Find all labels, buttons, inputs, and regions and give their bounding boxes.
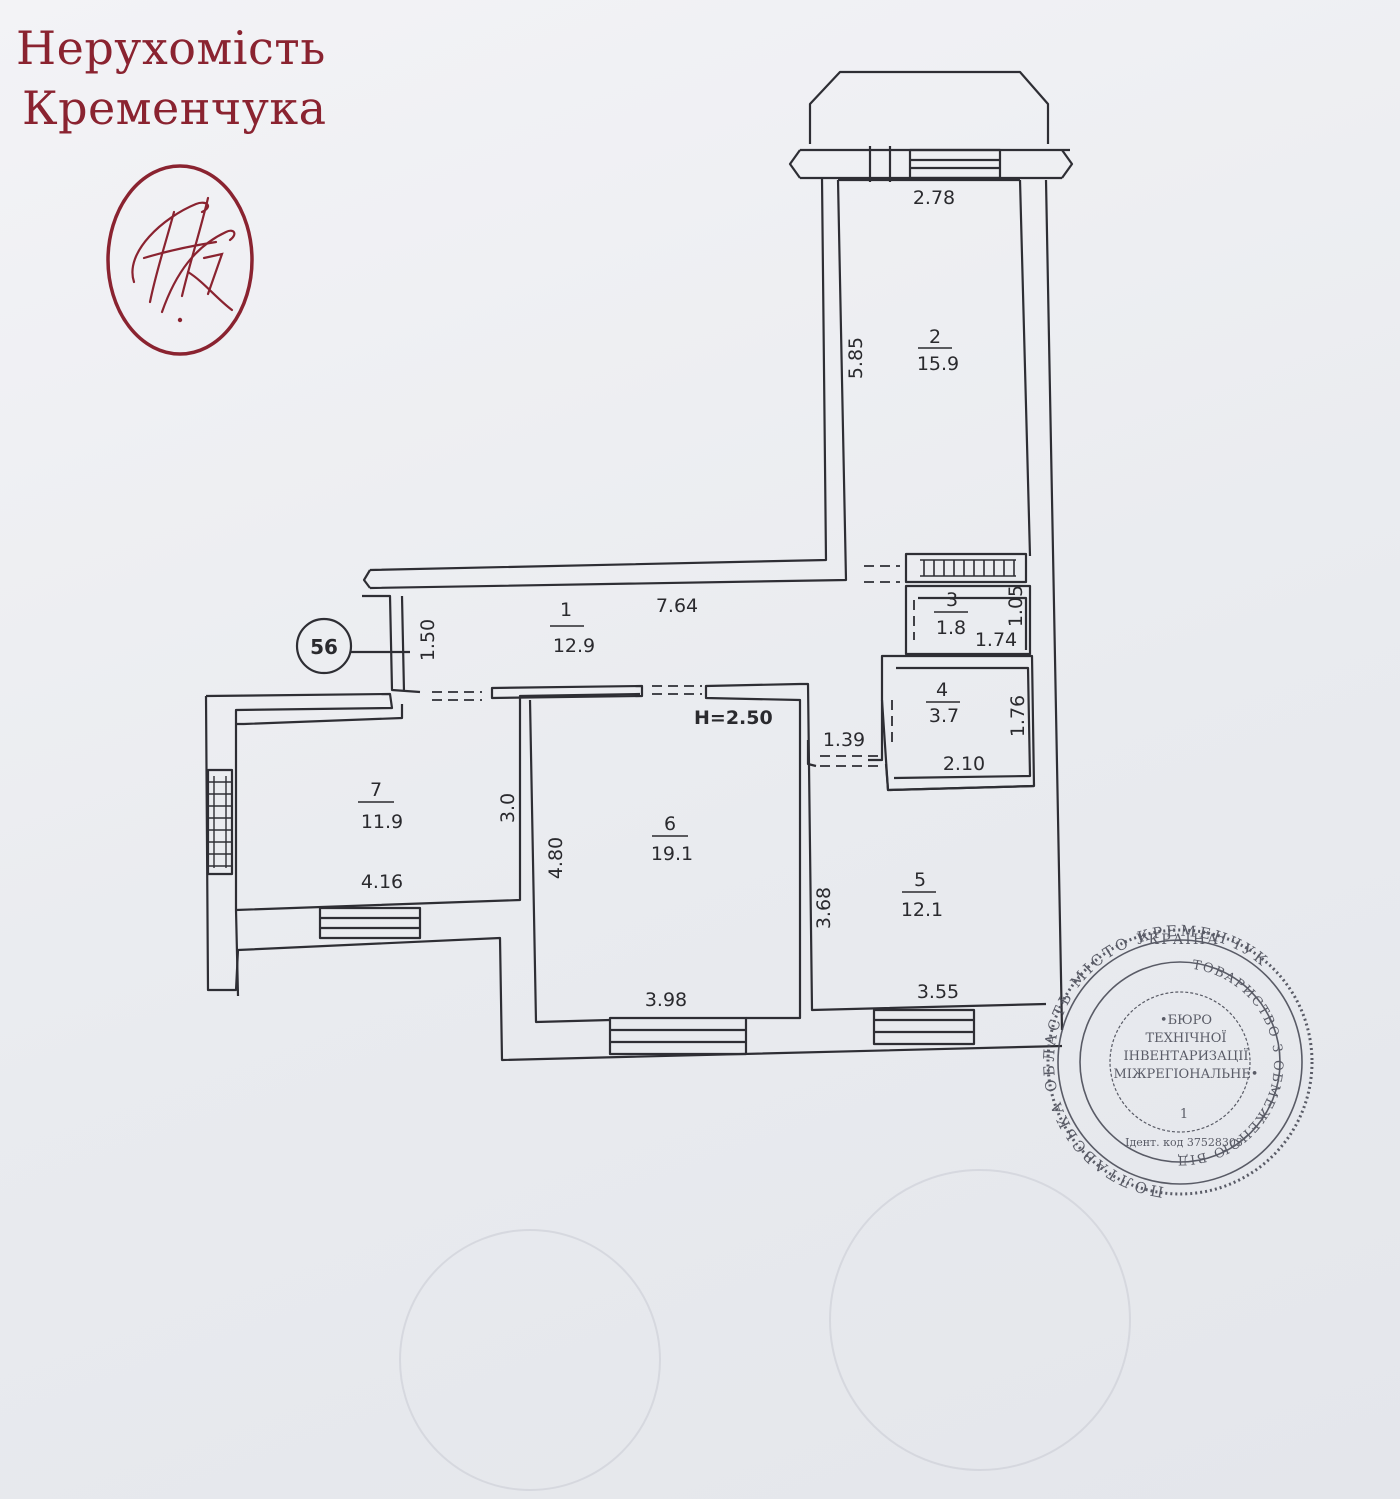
dimension-label: 2.78 xyxy=(913,187,955,209)
room-area: 15.9 xyxy=(917,353,959,375)
dimension-label: 7.64 xyxy=(656,595,698,617)
stamp-number: 1 xyxy=(1180,1107,1188,1122)
room-number: 6 xyxy=(664,813,676,835)
room-area: 19.1 xyxy=(651,843,693,865)
room-area: 12.9 xyxy=(553,635,595,657)
room-area: 3.7 xyxy=(929,705,959,727)
brand-title: Нерухомість Кременчука xyxy=(16,18,356,138)
dimension-label: 1.76 xyxy=(1007,695,1029,737)
balcony-outline xyxy=(808,70,1050,144)
wall-room-6 xyxy=(528,682,1047,1024)
stamp-code: Ідент. код 37528303 xyxy=(1125,1136,1243,1149)
room-number: 2 xyxy=(929,326,941,348)
apartment-number: 56 xyxy=(310,635,338,659)
room-number: 5 xyxy=(914,869,926,891)
room-4-label: 4 3.7 xyxy=(926,679,960,727)
dimension-label: 1.39 xyxy=(823,729,865,751)
ghost-stamp-marks xyxy=(399,1169,1131,1491)
brand-line-2: Кременчука xyxy=(22,81,327,135)
dimension-label: 3.55 xyxy=(917,981,959,1003)
radiator-room-2 xyxy=(904,552,1028,584)
room-number: 4 xyxy=(936,679,948,701)
window-room-5 xyxy=(872,1008,976,1046)
brand-logo-monogram xyxy=(106,164,254,356)
stamp-center-line: МІЖРЕГІОНАЛЬНЕ• xyxy=(1114,1067,1259,1082)
dimension-label: 3.98 xyxy=(645,989,687,1011)
room-area: 1.8 xyxy=(936,617,966,639)
radiator-room-7 xyxy=(206,768,234,876)
ceiling-height: Н=2.50 xyxy=(694,707,773,729)
stamp-center-line: ТЕХНІЧНОЇ xyxy=(1145,1029,1226,1046)
apartment-number-circle xyxy=(295,617,353,675)
room-2-label: 2 15.9 xyxy=(917,326,959,375)
room-number: 7 xyxy=(370,779,382,801)
wall-room-3 xyxy=(904,584,1032,656)
window-room-7 xyxy=(318,906,422,940)
stamp-ring-top: УКРАЇНА xyxy=(1136,930,1219,948)
room-area: 11.9 xyxy=(361,811,403,833)
room-number: 1 xyxy=(560,599,572,621)
room-3-label: 3 1.8 xyxy=(934,589,968,639)
dimension-label: 1.05 xyxy=(1005,585,1027,627)
dimension-label: 1.74 xyxy=(975,629,1017,651)
room-7-label: 7 11.9 xyxy=(358,779,403,833)
dimension-label: 2.10 xyxy=(943,753,985,775)
stamp-center-line: ІНВЕНТАРИЗАЦІЇ xyxy=(1123,1047,1248,1064)
dimension-label: 4.16 xyxy=(361,871,403,893)
dimension-label: 1.50 xyxy=(417,619,439,661)
room-area: 12.1 xyxy=(901,899,943,921)
window-top xyxy=(908,148,1002,180)
dimension-label: 3.68 xyxy=(813,887,835,929)
wall-room-2 xyxy=(369,177,848,590)
room-5-label: 5 12.1 xyxy=(901,869,943,921)
window-room-6 xyxy=(608,1016,748,1056)
room-1-label: 1 12.9 xyxy=(550,599,595,657)
dimension-label: 5.85 xyxy=(845,337,867,379)
stamp-center-line: •БЮРО xyxy=(1160,1013,1212,1028)
brand-line-1: Нерухомість xyxy=(16,21,326,75)
dimension-label: 3.0 xyxy=(497,793,519,823)
dimension-label: 4.80 xyxy=(545,837,567,879)
room-6-label: 6 19.1 xyxy=(651,813,693,865)
room-number: 3 xyxy=(946,589,958,611)
entry-walls xyxy=(362,594,421,694)
